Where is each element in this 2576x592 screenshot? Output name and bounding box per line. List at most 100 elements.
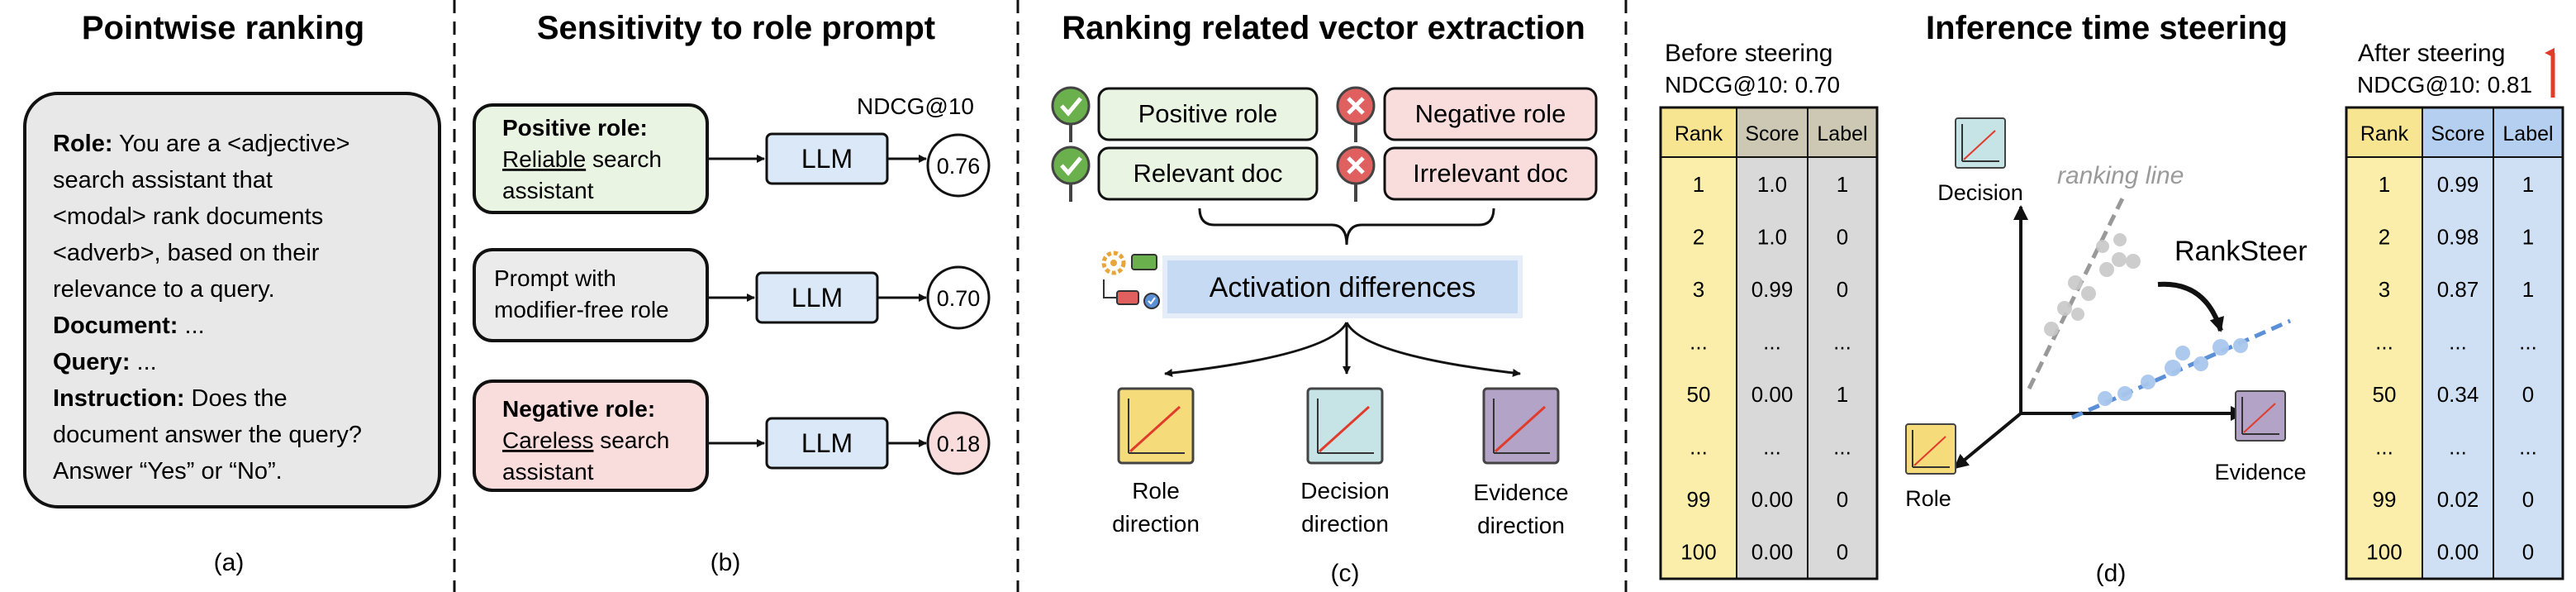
prompt-template-box: [23, 92, 441, 508]
activation-differences-box: [1162, 255, 1523, 318]
before-table-cell: 0: [1837, 277, 1848, 302]
after-table-cell: 0.00: [2437, 540, 2479, 565]
panel-d: Inference time steering Before steering …: [1659, 10, 2564, 587]
before-table-cell: ...: [1763, 330, 1781, 355]
after-header-score: Score: [2431, 122, 2484, 146]
before-table-cell: 0: [1837, 225, 1848, 250]
after-table-cell: ...: [2375, 330, 2393, 355]
before-table-cell: 2: [1693, 225, 1704, 250]
ranksteer-arrow: [2157, 281, 2225, 332]
before-table-cell: 99: [1687, 487, 1711, 512]
after-table-cell: 0: [2522, 382, 2534, 407]
after-table-cell: ...: [2519, 435, 2537, 460]
panel-d-title: Inference time steering: [1926, 10, 2288, 46]
caption-c: (c): [1331, 560, 1360, 587]
decision-axis-icon: [1955, 117, 2006, 169]
ranking-line-label: ranking line: [2057, 162, 2184, 189]
prompt-template-text: Role: You are a <adjective>: [53, 131, 350, 157]
before-table-cell: 50: [1687, 382, 1711, 407]
positive-role-text-line3: assistant: [502, 178, 594, 203]
before-table-cell: ...: [1833, 330, 1851, 355]
after-header-rank: Rank: [2360, 122, 2409, 146]
role-axis-label: Role: [1905, 486, 1951, 511]
negative-role-label: Negative role:: [502, 396, 655, 422]
negative-role-text-line3: assistant: [502, 459, 594, 485]
gray-doc-points: [2044, 233, 2141, 337]
before-table-cell: 1.0: [1757, 172, 1787, 197]
score-circle-neutral: [926, 265, 991, 330]
score-negative: 0.18: [937, 432, 981, 456]
score-circle-negative: [926, 411, 991, 475]
prompt-query: Query: ...: [53, 349, 157, 375]
panel-c-title: Ranking related vector extraction: [1062, 10, 1585, 46]
after-steering-label: After steering: [2358, 40, 2505, 67]
before-header-label: Label: [1817, 122, 1867, 146]
arrow-to-evidence-direction: [1345, 322, 1521, 377]
positive-role-chip: [1097, 87, 1319, 141]
positive-role-text: Reliable search: [502, 146, 662, 172]
after-table-cell: 0.02: [2437, 487, 2479, 512]
after-table-cell: 100: [2366, 540, 2402, 565]
decision-direction-icon: [1306, 387, 1384, 465]
neutral-role-line2: modifier-free role: [494, 297, 669, 322]
panel-b-title: Sensitivity to role prompt: [537, 10, 935, 46]
before-table-cell: 1.0: [1757, 225, 1787, 250]
negative-role-box: [473, 380, 709, 492]
prompt-instruction-line2: document answer the query?: [53, 422, 362, 448]
role-direction-label: Role: [1132, 478, 1180, 504]
score-circle-positive: [926, 133, 991, 198]
irrelevant-doc-chip: [1383, 146, 1598, 201]
evidence-direction-label: Evidence: [1473, 480, 1568, 505]
panel-b: Sensitivity to role prompt NDCG@10 Posit…: [473, 10, 991, 576]
before-table-cell: 1: [1837, 382, 1848, 407]
neutral-role-line1: Prompt with: [494, 265, 616, 291]
after-table-cell: ...: [2519, 330, 2537, 355]
ranksteer-label: RankSteer: [2174, 236, 2307, 267]
prompt-role-line3: <modal> rank documents: [53, 203, 323, 230]
neutral-role-box: [473, 248, 709, 342]
role-direction-label-2: direction: [1112, 511, 1200, 537]
relevant-doc-chip: [1097, 146, 1319, 201]
activation-differences-label: Activation differences: [1210, 272, 1476, 303]
after-header-label: Label: [2502, 122, 2553, 146]
irrelevant-doc-chip-label: Irrelevant doc: [1413, 159, 1568, 188]
llm-label-positive: LLM: [801, 144, 853, 174]
llm-label-neutral: LLM: [791, 283, 843, 313]
before-table-cell: 0: [1837, 540, 1848, 565]
before-ndcg-label: NDCG@10: 0.70: [1665, 72, 1840, 98]
before-table-cell: 1: [1837, 172, 1848, 197]
before-steering-label: Before steering: [1665, 40, 1832, 67]
after-table-cell: 0.34: [2437, 382, 2479, 407]
after-table-cell: 0: [2522, 487, 2534, 512]
role-direction-icon: [1117, 387, 1195, 465]
panel-a-title: Pointwise ranking: [82, 10, 364, 46]
caption-b: (b): [711, 549, 741, 576]
after-table-cell: 2: [2379, 225, 2390, 250]
before-table-cell: 0.00: [1751, 540, 1794, 565]
panel-a: Pointwise ranking Role: You are a <adjec…: [23, 10, 441, 576]
ndcg-metric-label: NDCG@10: [857, 93, 974, 119]
after-table-cell: 1: [2522, 172, 2534, 197]
before-table-cell: 0: [1837, 487, 1848, 512]
before-table-cell: 3: [1693, 277, 1704, 302]
panel-c: Ranking related vector extraction Positi…: [1051, 10, 1598, 587]
negative-role-text: Careless search: [502, 427, 669, 453]
x-mark-icon: [1336, 146, 1376, 202]
after-table-cell: 0.98: [2437, 225, 2479, 250]
after-table-cell: 0.99: [2437, 172, 2479, 197]
prompt-instruction: Instruction: Does the: [53, 385, 288, 412]
prompt-document: Document: ...: [53, 313, 205, 339]
check-icon: [1051, 146, 1091, 202]
embedding-space-axes: [1953, 205, 2246, 470]
before-header-score: Score: [1745, 122, 1799, 146]
before-table-cell: ...: [1690, 435, 1708, 460]
caption-d: (d): [2096, 560, 2127, 587]
decision-axis-label: Decision: [1937, 180, 2023, 205]
after-ndcg-label: NDCG@10: 0.81: [2357, 72, 2532, 98]
before-table-cell: ...: [1690, 330, 1708, 355]
evidence-direction-label-2: direction: [1477, 513, 1565, 538]
ranking-line: [2027, 195, 2126, 390]
before-table-cell: ...: [1763, 435, 1781, 460]
